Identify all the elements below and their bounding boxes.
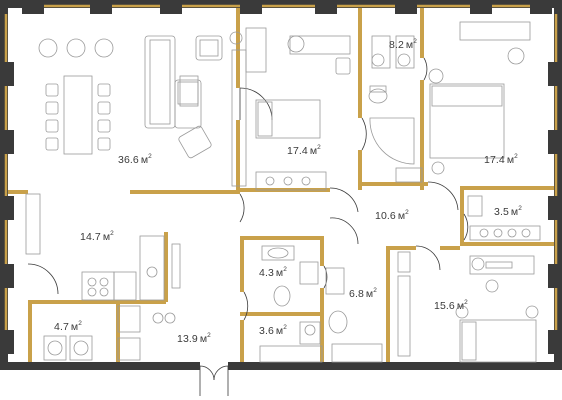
toilet-icon <box>368 85 388 104</box>
area-unit: м2 <box>102 230 114 243</box>
area-unit: м2 <box>140 153 152 166</box>
area-unit: м2 <box>510 205 522 218</box>
sink-icon <box>261 245 295 261</box>
area-unit: м2 <box>70 320 82 333</box>
dining-table-icon <box>45 75 111 155</box>
area-value: 36.6 <box>118 154 139 166</box>
sofa-icon <box>144 35 202 129</box>
desk-icon <box>469 255 535 293</box>
armchair-icon <box>178 35 223 159</box>
area-unit: м2 <box>456 299 468 312</box>
area-value: 17.4 <box>287 145 308 157</box>
windows <box>4 4 558 330</box>
washing-machine-icon <box>43 335 93 361</box>
outer-walls <box>0 0 562 370</box>
doors <box>27 57 469 396</box>
interior-walls <box>8 8 554 362</box>
area-value: 3.6 <box>259 325 274 337</box>
bathtub-icon <box>369 117 415 165</box>
area-value: 17.4 <box>484 154 505 166</box>
area-unit: м2 <box>365 287 377 300</box>
area-unit: м2 <box>275 324 287 337</box>
area-unit: м2 <box>309 144 321 157</box>
area-value: 4.7 <box>54 321 69 333</box>
area-value: 3.5 <box>494 206 509 218</box>
area-value: 8.2 <box>389 39 404 51</box>
area-value: 6.8 <box>349 288 364 300</box>
area-unit: м2 <box>199 332 211 345</box>
area-unit: м2 <box>405 38 417 51</box>
stove-icon <box>81 271 115 301</box>
area-value: 13.9 <box>177 333 198 345</box>
bed-icon <box>255 99 321 139</box>
area-value: 15.6 <box>434 300 455 312</box>
area-unit: м2 <box>506 153 518 166</box>
area-unit: м2 <box>397 209 409 222</box>
area-value: 10.6 <box>375 210 396 222</box>
furniture <box>25 21 541 363</box>
area-value: 14.7 <box>80 231 101 243</box>
area-value: 4.3 <box>259 267 274 279</box>
area-unit: м2 <box>275 266 287 279</box>
